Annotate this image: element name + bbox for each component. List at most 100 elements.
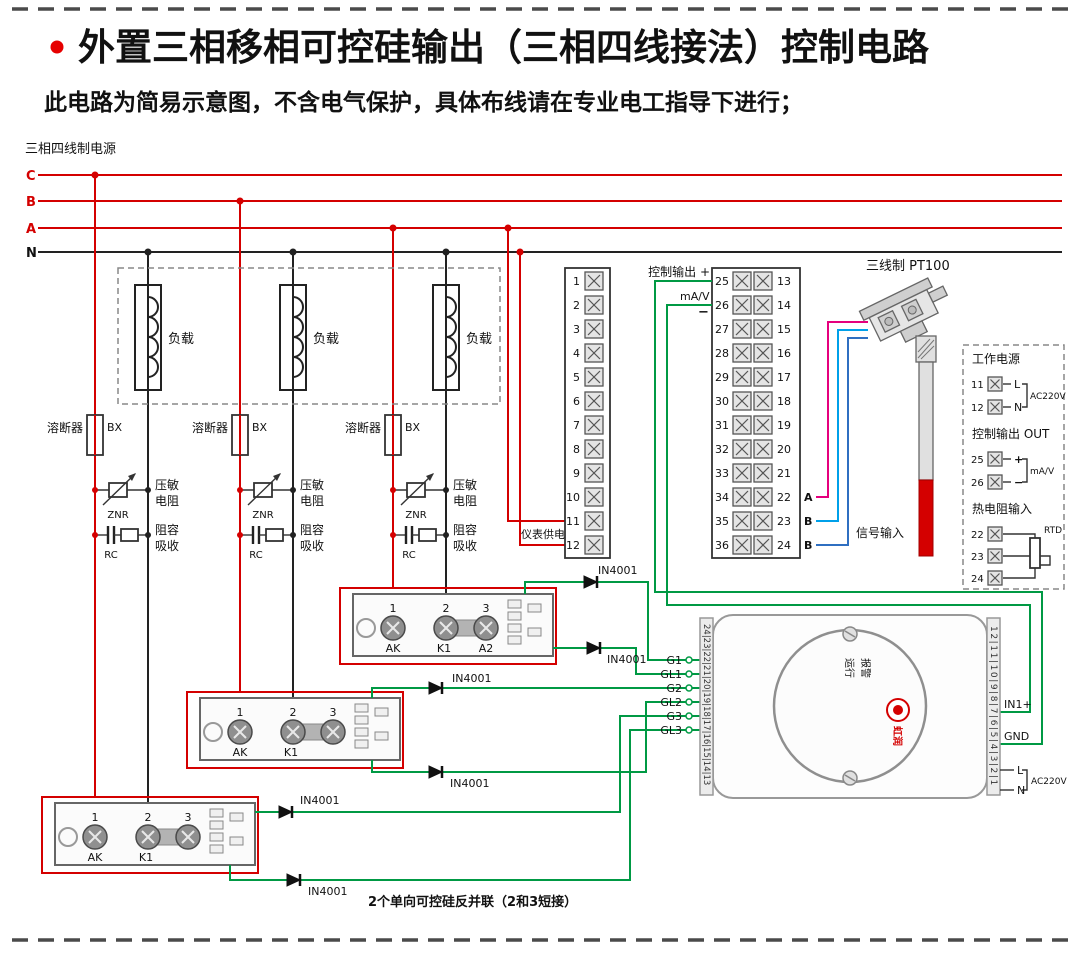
device-right-strip [986, 617, 1001, 796]
gate-terminal: G1 [666, 654, 700, 667]
svg-text:33: 33 [715, 467, 729, 480]
load-group-box [117, 267, 501, 405]
device-left-strip [699, 617, 714, 796]
panel-power-note: AC220V [1030, 392, 1066, 402]
svg-text:32: 32 [715, 443, 729, 456]
rtd-wire-label-a: A [804, 491, 813, 504]
panel-term-num: 25 [971, 455, 984, 466]
module-terminal-1: 1 [390, 602, 397, 615]
svg-text:GL3: GL3 [660, 724, 682, 737]
panel-output-note: mA/V [1030, 467, 1055, 477]
phase-label-a: A [26, 222, 36, 237]
svg-text:1: 1 [573, 275, 580, 288]
terminal-cell: 34 [715, 487, 752, 507]
varistor-label-2: 电阻 [453, 494, 477, 508]
module-terminal-2: 2 [145, 811, 152, 824]
terminal-cell: 17 [753, 367, 791, 387]
page-title: 外置三相移相可控硅输出（三相四线接法）控制电路 [78, 26, 930, 69]
panel-output-title: 控制输出 OUT [972, 426, 1050, 441]
svg-text:19: 19 [777, 419, 791, 432]
varistor-label-1: 压敏 [453, 477, 477, 492]
panel-term-num: 24 [971, 574, 984, 585]
diode-2 [586, 641, 602, 655]
svg-text:3: 3 [573, 323, 580, 336]
svg-text:22: 22 [777, 491, 791, 504]
svg-text:30: 30 [715, 395, 729, 408]
title-bullet-icon [50, 40, 64, 54]
terminal-cell: 32 [715, 439, 752, 459]
terminal-cell: 11 [566, 511, 604, 531]
svg-text:29: 29 [715, 371, 729, 384]
control-output-wires [654, 280, 1043, 745]
svg-text:17: 17 [777, 371, 791, 384]
diode-label: IN4001 [300, 794, 339, 807]
panel-term-tag: + [1014, 453, 1023, 466]
device-right-strip-numbers: 12|11|10|9|8|7|6|5|4|3|2|1 [988, 626, 998, 787]
pt100-sensor: 三线制 PT100 [816, 259, 950, 557]
meter-supply-wires: 仪表供电 [504, 224, 565, 546]
gate-wires: IN4001 IN4001 IN4001 IN4001 IN4001 IN400… [229, 564, 686, 898]
terminal-cell: 18 [753, 391, 791, 411]
control-output-unit: mA/V [680, 290, 710, 303]
panel-term-num: 26 [971, 478, 984, 489]
svg-text:27: 27 [715, 323, 729, 336]
load-label: 负载 [466, 332, 492, 347]
rc-code: RC [402, 550, 415, 561]
svg-text:GL1: GL1 [660, 668, 682, 681]
module-terminal-3: 3 [483, 602, 490, 615]
diode-label: IN4001 [450, 777, 489, 790]
svg-text:G2: G2 [666, 682, 682, 695]
rc-label-1: 阻容 [155, 522, 179, 537]
pt100-label: 三线制 PT100 [866, 259, 950, 274]
rc-code: RC [249, 550, 262, 561]
terminal-cell: 14 [753, 295, 791, 315]
svg-text:16: 16 [777, 347, 791, 360]
module-terminal-1: 1 [237, 706, 244, 719]
svg-text:10: 10 [566, 491, 580, 504]
phase-label-c: C [26, 169, 36, 184]
module-terminal-2: 2 [290, 706, 297, 719]
svg-text:11: 11 [566, 515, 580, 528]
gate-terminal: GL3 [660, 724, 700, 737]
device-pin-l: L [1017, 764, 1024, 777]
diode-6 [286, 873, 302, 887]
terminal-cell: 25 [715, 271, 752, 291]
svg-text:7: 7 [573, 419, 580, 432]
control-output-label: 控制输出 + [648, 264, 710, 279]
control-output-minus: − [698, 305, 709, 320]
svg-text:13: 13 [777, 275, 791, 288]
terminal-cell: 24 [753, 535, 791, 555]
svg-text:36: 36 [715, 539, 729, 552]
device-pin-n: N [1017, 784, 1025, 797]
terminal-cell: 6 [573, 391, 604, 411]
terminal-cell: 23 [753, 511, 791, 531]
terminal-cell: 3 [573, 319, 604, 339]
terminal-cell: 7 [573, 415, 604, 435]
rtd-wire-label-b2: B [804, 539, 812, 552]
varistor-code: ZNR [405, 510, 426, 521]
scr-module-bottom: 1 2 3 AK K1 [41, 796, 259, 874]
rc-label-2: 吸收 [300, 539, 324, 553]
rc-label-1: 阻容 [453, 522, 477, 537]
svg-text:21: 21 [777, 467, 791, 480]
gate-terminal: G3 [666, 710, 700, 723]
svg-text:15: 15 [777, 323, 791, 336]
gate-terminal: GL1 [660, 668, 700, 681]
diode-label: IN4001 [607, 653, 646, 666]
svg-text:34: 34 [715, 491, 729, 504]
varistor-code: ZNR [252, 510, 273, 521]
terminal-cell: 4 [573, 343, 604, 363]
terminal-cell: 22 [753, 487, 791, 507]
load-1: 负载 [134, 284, 194, 391]
gate-terminal: G2 [666, 682, 700, 695]
panel-power-title: 工作电源 [972, 352, 1020, 366]
panel-term-tag: − [1014, 476, 1023, 489]
fuse-label: 溶断器 [192, 420, 228, 435]
svg-text:G1: G1 [666, 654, 682, 667]
device-run-label: 运行 [843, 658, 856, 678]
fuse-type: BX [252, 421, 268, 434]
svg-text:26: 26 [715, 299, 729, 312]
load-label: 负载 [168, 332, 194, 347]
terminal-cell: 5 [573, 367, 604, 387]
svg-text:4: 4 [573, 347, 580, 360]
